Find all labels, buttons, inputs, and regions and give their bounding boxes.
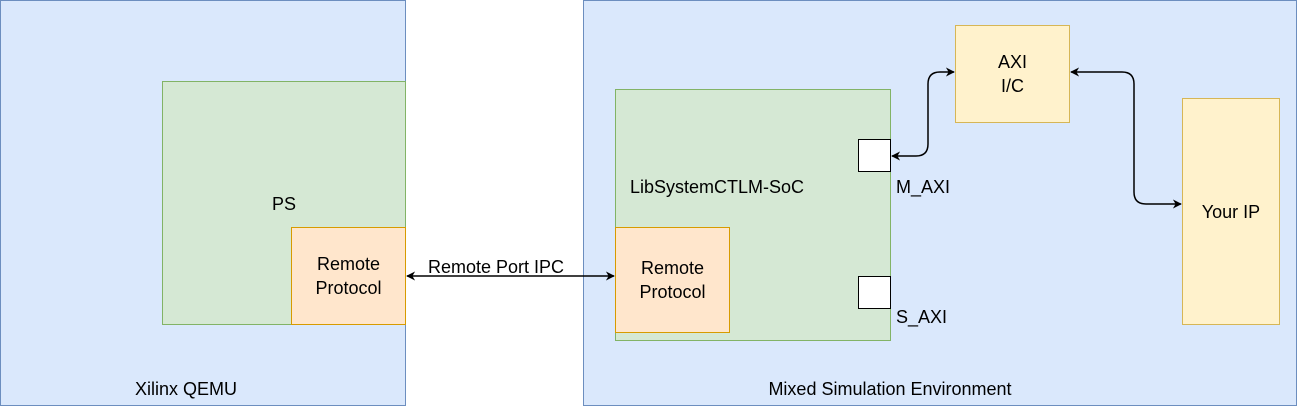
left-remote-protocol-label: Remote Protocol: [315, 254, 382, 298]
s-axi-port: [858, 276, 891, 309]
libsystemctlm-soc-label: LibSystemCTLM-SoC: [630, 177, 805, 197]
your-ip-block: Your IP: [1182, 98, 1280, 325]
xilinx-qemu-label: Xilinx QEMU: [134, 379, 237, 399]
right-remote-protocol-block: Remote Protocol: [615, 227, 730, 333]
axi-interconnect-label: AXI I/C: [997, 52, 1027, 96]
s-axi-label: S_AXI: [896, 307, 948, 327]
m-axi-label: M_AXI: [896, 177, 951, 197]
ps-label: PS: [271, 194, 296, 214]
remote-port-ipc-label: Remote Port IPC: [428, 257, 565, 277]
right-remote-protocol-label: Remote Protocol: [639, 258, 706, 302]
mixed-simulation-environment-label: Mixed Simulation Environment: [768, 379, 1012, 399]
axi-interconnect-block: AXI I/C: [955, 25, 1070, 123]
left-remote-protocol-block: Remote Protocol: [291, 227, 406, 325]
your-ip-label: Your IP: [1201, 201, 1261, 222]
m-axi-port: [858, 139, 891, 172]
